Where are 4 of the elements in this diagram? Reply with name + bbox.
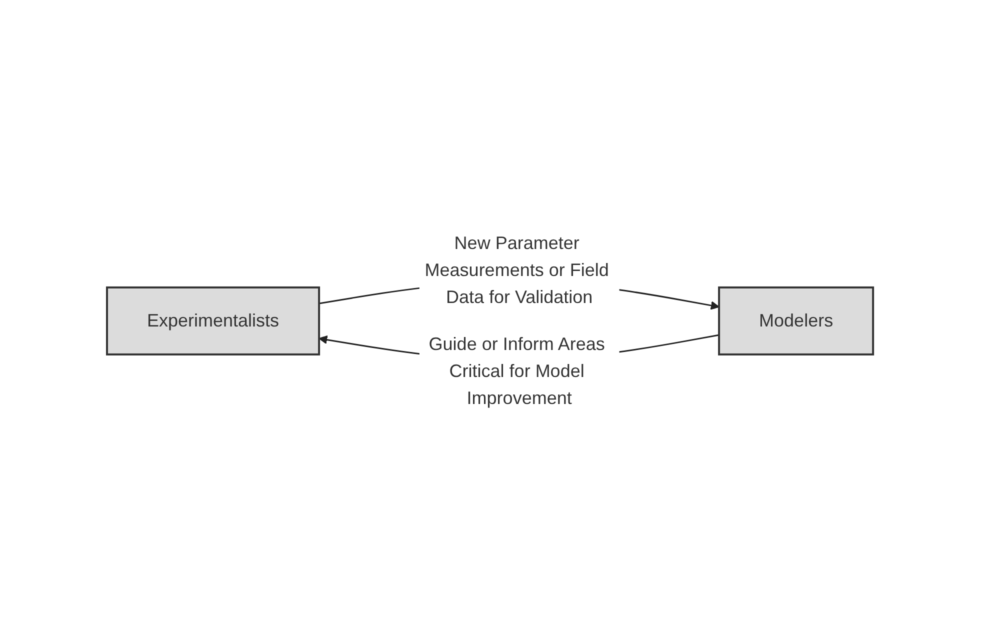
node-box: Experimentalists <box>106 286 320 355</box>
edge-label: New Parameter Measurements or Field Data for Validation <box>425 232 610 307</box>
node-box: Modelers <box>718 286 875 355</box>
edge-label: Guide or Inform Areas Critical for Model Improvement <box>429 333 606 408</box>
